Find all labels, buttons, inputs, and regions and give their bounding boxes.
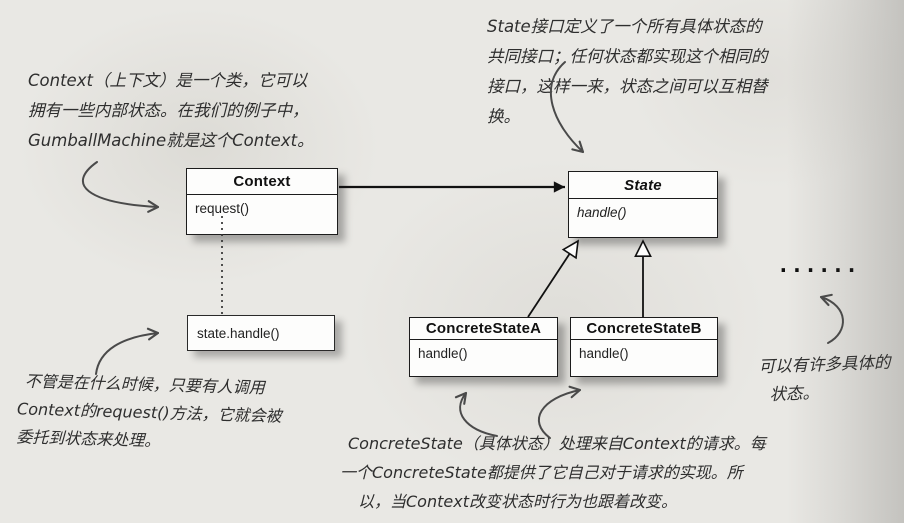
delegate-note: 不管是在什么时候，只要有人调用 Context的request()方法，它就会被…: [16, 367, 283, 458]
class-name-concrete-state-b: ConcreteStateB: [571, 318, 717, 340]
class-name-context: Context: [187, 169, 337, 195]
context-note-line: GumballMachine就是这个Context。: [28, 131, 314, 150]
inheritance-arrow-concrete-a: [527, 239, 579, 318]
class-method-handle-b: handle(): [579, 346, 629, 361]
state-note: State接口定义了一个所有具体状态的 共同接口；任何状态都实现这个相同的 接口…: [487, 12, 768, 132]
class-box-context: Context request(): [186, 168, 338, 235]
class-method-request: request(): [195, 201, 250, 216]
state-note-line: 共同接口；任何状态都实现这个相同的: [487, 47, 768, 66]
class-box-state: State handle(): [568, 171, 718, 238]
context-note: Context（上下文）是一个类，它可以 拥有一些内部状态。在我们的例子中， G…: [28, 66, 314, 156]
more-states-ellipsis: ......: [777, 253, 859, 277]
class-name-concrete-state-a: ConcreteStateA: [410, 318, 557, 340]
state-note-line: State接口定义了一个所有具体状态的: [487, 17, 762, 36]
many-states-note-line: 可以有许多具体的: [758, 352, 891, 377]
hand-arrow-many-states: [819, 293, 844, 344]
many-states-note: 可以有许多具体的 状态。: [758, 349, 892, 410]
class-name-state: State: [569, 172, 717, 199]
class-box-concrete-state-b: ConcreteStateB handle(): [570, 317, 718, 377]
concrete-note-line: 一个ConcreteState都提供了它自己对于请求的实现。所: [340, 463, 743, 482]
code-box-state-handle: state.handle(): [187, 315, 335, 351]
class-method-handle-state: handle(): [577, 205, 627, 220]
concrete-note: ConcreteState（具体状态）处理来自Context的请求。每 一个Co…: [340, 429, 766, 516]
context-note-line: Context（上下文）是一个类，它可以: [28, 71, 308, 90]
concrete-note-line: ConcreteState（具体状态）处理来自Context的请求。每: [348, 434, 766, 453]
state-note-line: 换。: [487, 107, 520, 126]
class-method-handle-a: handle(): [418, 346, 468, 361]
hand-arrow-context-note: [82, 161, 160, 213]
many-states-note-line: 状态。: [769, 383, 820, 404]
class-box-concrete-state-a: ConcreteStateA handle(): [409, 317, 558, 377]
context-note-line: 拥有一些内部状态。在我们的例子中，: [28, 101, 309, 120]
hand-arrow-delegate-note: [95, 327, 160, 375]
state-note-line: 接口，这样一来，状态之间可以互相替: [487, 77, 768, 96]
concrete-note-line: 以，当Context改变状态时行为也跟着改变。: [358, 492, 677, 511]
